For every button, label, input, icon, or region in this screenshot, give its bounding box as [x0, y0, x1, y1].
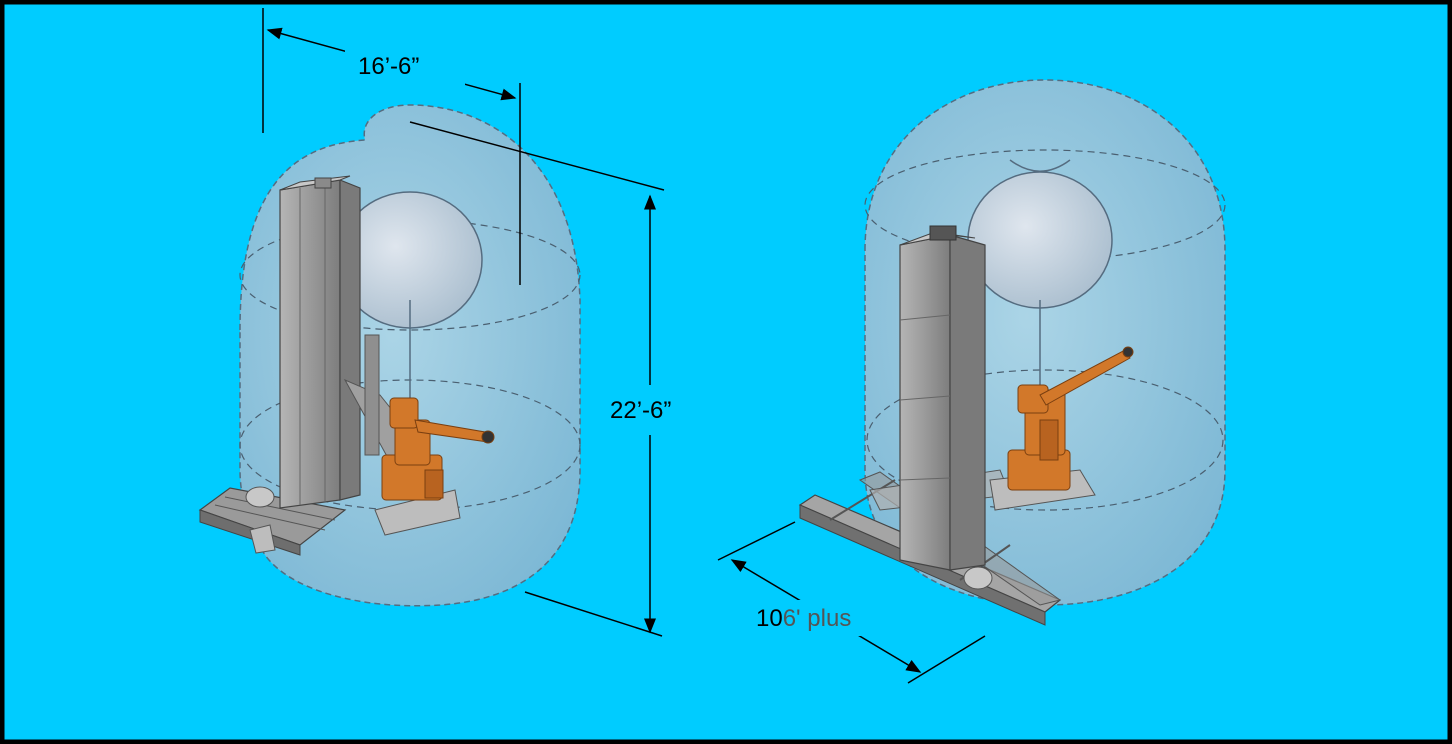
right-robot — [1007, 346, 1134, 491]
right-envelope-ring-bottom — [866, 369, 1224, 511]
dim-height-label: 22’-6” — [610, 397, 671, 424]
dim-length-suffix: 6' plus — [783, 605, 852, 632]
dim-length-label: 106' plus — [756, 605, 851, 632]
left-assembly: 16’-6” 22’-6” — [198, 8, 695, 637]
dim-length-prefix: 10 — [756, 605, 783, 632]
right-assembly: 106' plus — [717, 79, 1226, 684]
right-inner-sphere — [967, 171, 1113, 309]
left-robot — [381, 397, 495, 501]
dim-length: 106' plus — [717, 521, 986, 684]
dim-width: 16’-6” — [262, 8, 521, 285]
dim-height: 22’-6” — [409, 121, 695, 637]
dim-width-label: 16’-6” — [358, 53, 419, 80]
right-tower — [899, 225, 986, 571]
left-base-frame — [198, 486, 347, 556]
